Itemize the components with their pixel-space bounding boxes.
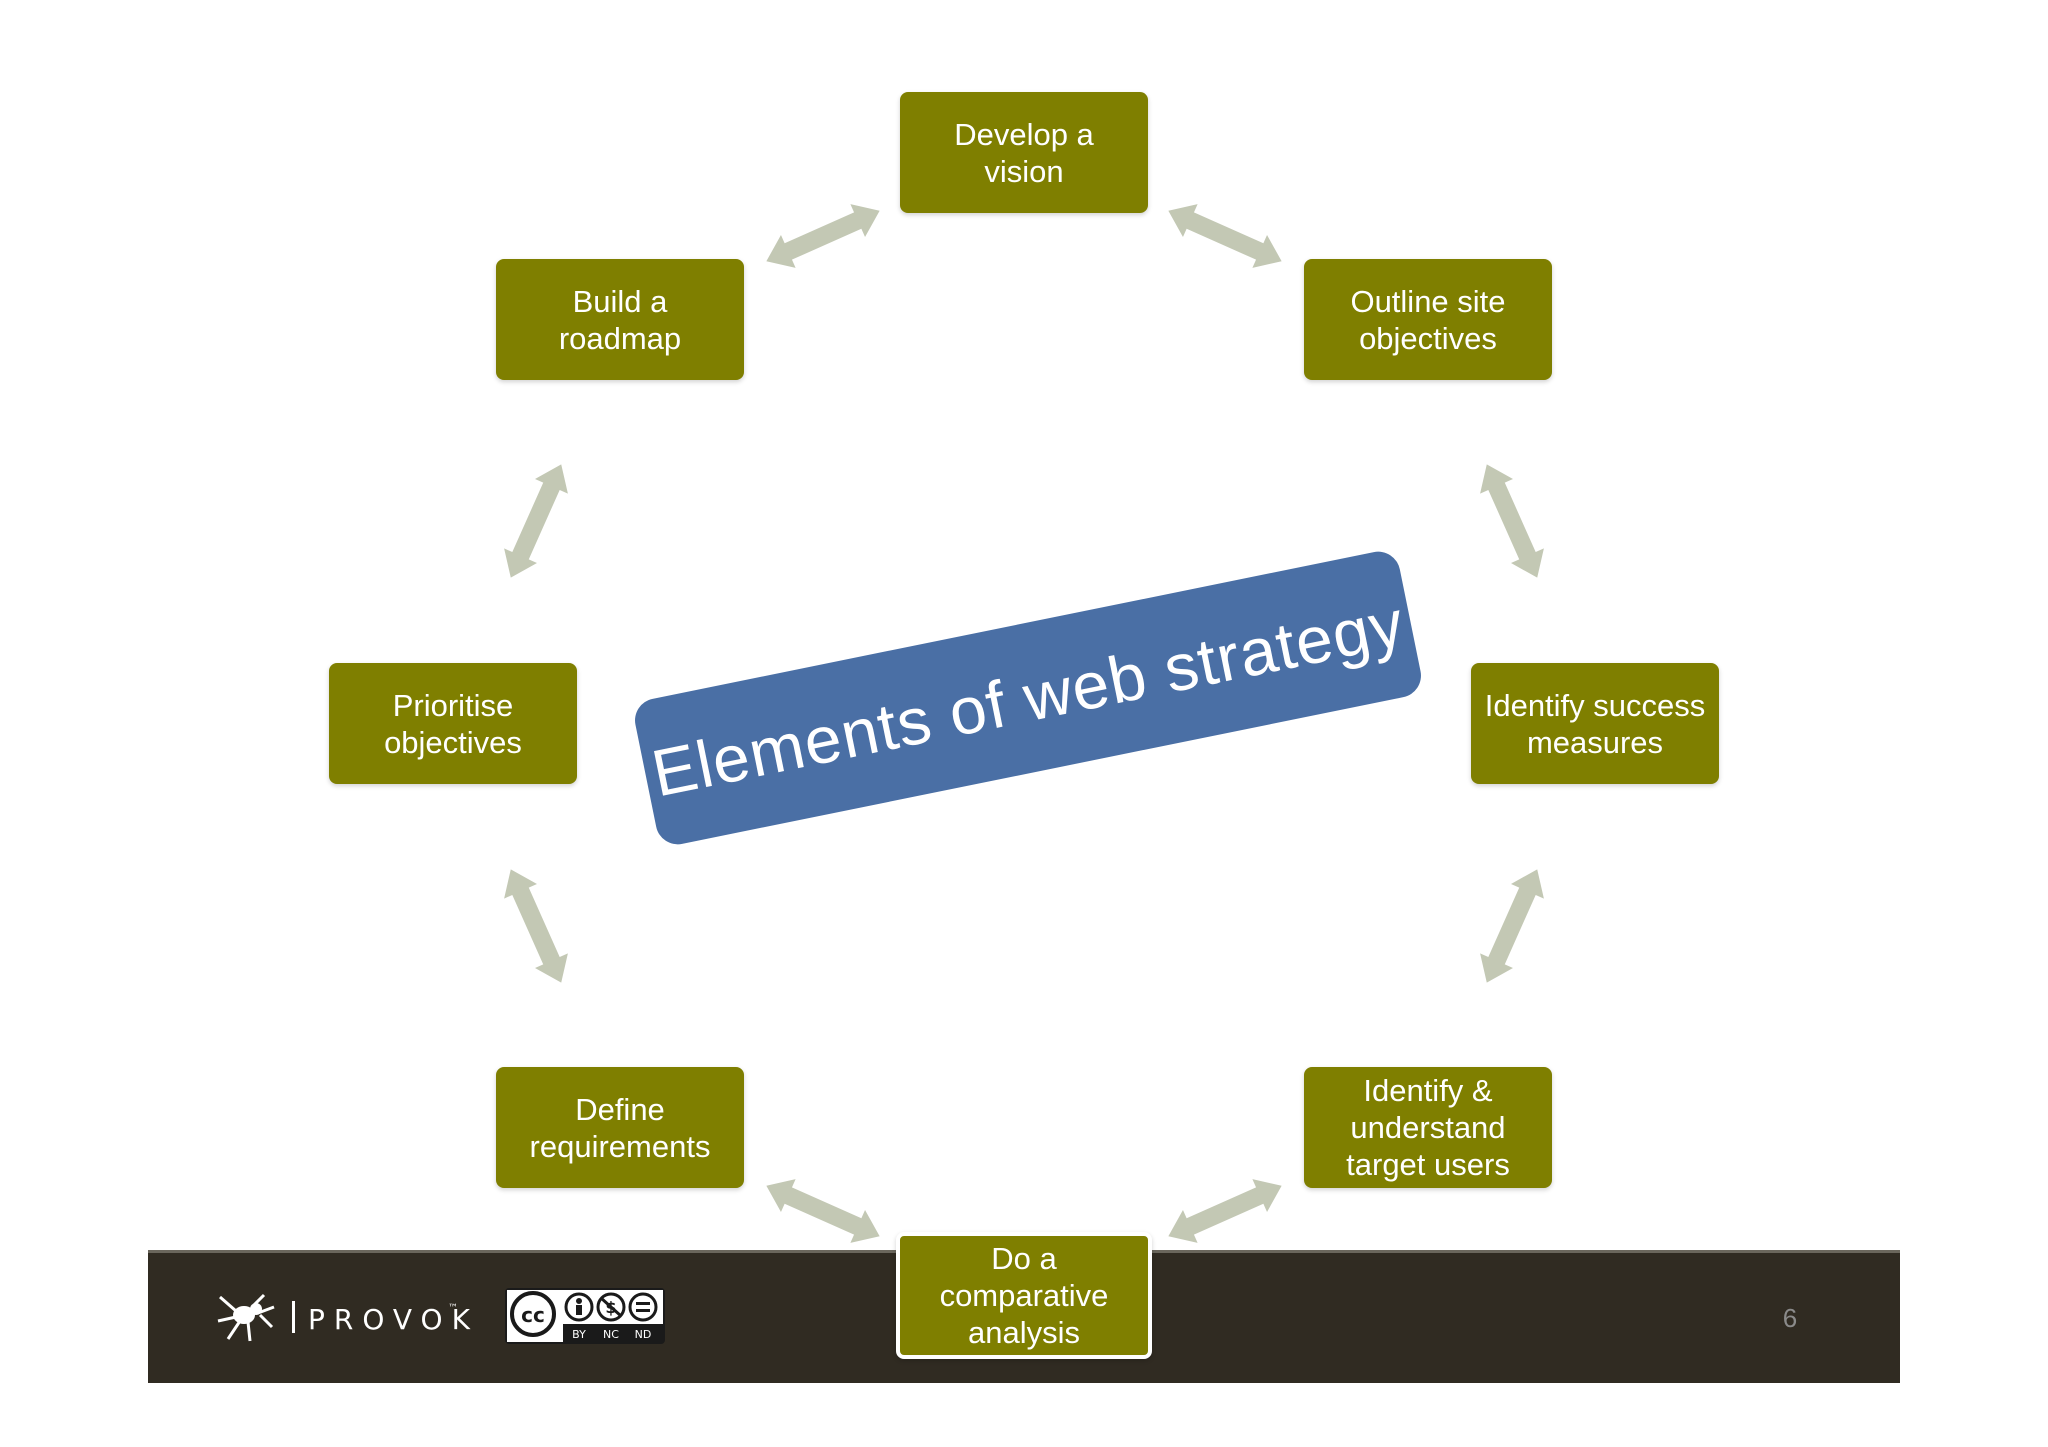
step-identify-measures: Identify success measures [1471,663,1719,784]
license-label-nd: ND [635,1328,652,1341]
arrow-vision-roadmap [766,204,880,268]
noderivatives-icon [628,1292,658,1322]
creative-commons-icon: cc [510,1291,556,1337]
trademark-mark: ™ [448,1303,458,1314]
attribution-icon [564,1292,594,1322]
step-prioritise-objectives: Prioritise objectives [329,663,577,784]
creative-commons-badge: cc $ BY NC ND [505,1288,665,1344]
provoke-logo: PROVOKE ™ [217,1293,476,1342]
step-develop-vision: Develop a vision [900,92,1148,213]
license-label-nc: NC [603,1328,619,1341]
license-label-by: BY [572,1328,586,1341]
arrow-measures-users [1480,869,1544,983]
arrow-users-comparative [1168,1179,1282,1243]
page-number: 6 [1782,1303,1798,1333]
step-build-roadmap: Build a roadmap [496,259,744,380]
arrow-requirements-prioritise [504,869,568,983]
step-label: Prioritise objectives [384,687,522,760]
step-comparative-analysis: Do a comparative analysis [896,1232,1152,1359]
noncommercial-icon: $ [596,1292,626,1322]
arrow-comparative-requirements [766,1179,880,1243]
arrow-prioritise-roadmap [504,464,568,578]
step-label: Build a roadmap [558,283,682,356]
step-identify-users: Identify & understand target users [1304,1067,1552,1188]
arrow-vision-objectives [1168,204,1282,268]
brand-text: PROVOKE [308,1303,476,1336]
arrow-objectives-measures [1480,464,1544,578]
step-label: Outline site objectives [1350,283,1506,356]
spider-logo-icon [217,1293,275,1342]
step-define-requirements: Define requirements [496,1067,744,1188]
step-label: Identify & understand target users [1346,1073,1510,1182]
step-label: Identify success measures [1484,687,1706,760]
step-outline-objectives: Outline site objectives [1304,259,1552,380]
logo-divider [292,1301,295,1333]
cc-license-graphic: cc $ BY NC ND [507,1290,663,1342]
step-label: Define requirements [529,1091,711,1164]
step-label: Do a comparative analysis [939,1241,1109,1350]
svg-text:cc: cc [521,1303,545,1327]
step-label: Develop a vision [954,116,1094,189]
